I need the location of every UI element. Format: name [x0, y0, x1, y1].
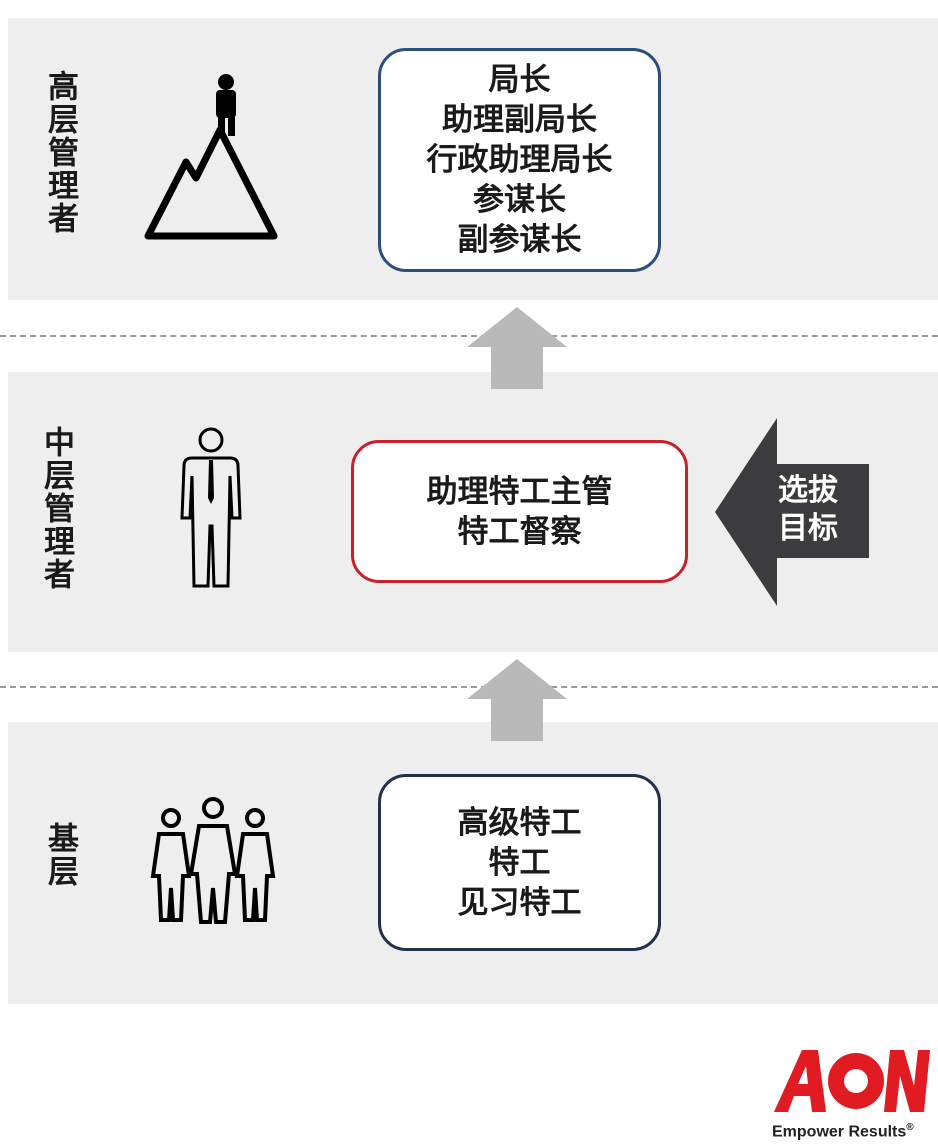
role-item: 参谋长 — [473, 182, 566, 218]
level-label-base: 基层 — [42, 822, 78, 888]
role-item: 特工督察 — [457, 513, 582, 550]
top-roles-box: 局长 助理副局长 行政助理局长 参谋长 副参谋长 — [378, 48, 661, 272]
role-item: 助理副局长 — [442, 102, 597, 138]
middle-roles-box: 助理特工主管 特工督察 — [351, 440, 688, 583]
selection-target-line2: 目标 — [778, 511, 838, 546]
role-item: 高级特工 — [457, 804, 582, 841]
up-arrow-icon — [467, 659, 567, 745]
selection-target-label: 选拔 目标 — [768, 472, 848, 548]
brand-tagline: Empower Results® — [772, 1122, 914, 1141]
level-label-top: 高层管理者 — [42, 70, 78, 235]
aon-logo — [772, 1046, 932, 1120]
selection-target-line1: 选拔 — [778, 473, 838, 508]
level-label-middle: 中层管理者 — [38, 426, 74, 591]
separator-mid-base — [0, 686, 938, 688]
mountain-climber-icon — [140, 70, 280, 246]
people-group-icon — [145, 796, 281, 932]
role-item: 特工 — [488, 844, 551, 881]
role-item: 副参谋长 — [457, 222, 582, 258]
role-item: 助理特工主管 — [426, 473, 613, 510]
up-arrow-icon — [467, 307, 567, 393]
role-item: 行政助理局长 — [426, 142, 613, 178]
role-item: 局长 — [488, 62, 551, 98]
separator-top-mid — [0, 335, 938, 337]
businessman-icon — [178, 426, 244, 598]
role-item: 见习特工 — [457, 884, 582, 921]
selection-target-arrow-icon — [715, 418, 871, 610]
base-roles-box: 高级特工 特工 见习特工 — [378, 774, 661, 951]
